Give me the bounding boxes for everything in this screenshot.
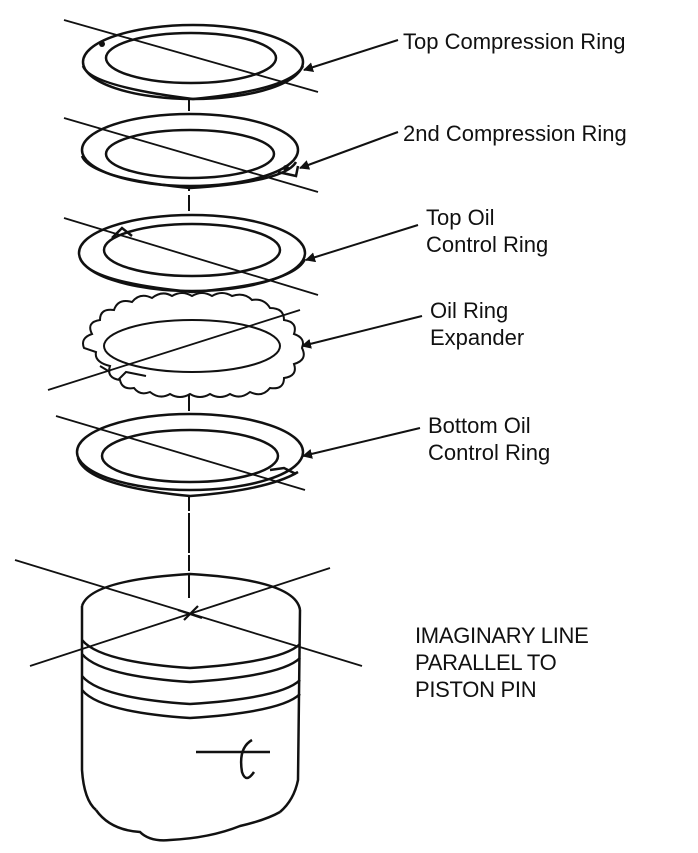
- arrow-oil-ring-expander: [301, 315, 423, 349]
- arrow-second-compression: [299, 131, 399, 170]
- top-compression-ring-mark: [99, 41, 105, 47]
- second-compression-ring-mark: [283, 165, 289, 171]
- label-line: Expander: [430, 325, 525, 350]
- label-bottom-oil-control-ring: Bottom Oil Control Ring: [428, 412, 550, 466]
- caption-line: IMAGINARY LINE: [415, 623, 589, 648]
- label-second-compression-ring: 2nd Compression Ring: [403, 120, 627, 147]
- label-line: Control Ring: [428, 440, 551, 465]
- caption-line: PISTON PIN: [415, 677, 537, 702]
- bottom-oil-control-ring: [75, 412, 305, 498]
- second-compression-ring: [80, 112, 300, 190]
- second-compression-ring-imaginary-line: [63, 117, 319, 193]
- label-line: Top Oil: [426, 205, 495, 230]
- label-line: Control Ring: [426, 232, 549, 257]
- piston: [80, 572, 302, 842]
- piston-imaginary-line-2: [29, 567, 331, 667]
- label-top-oil-control-ring: Top Oil Control Ring: [426, 204, 548, 258]
- label-line: Bottom Oil: [428, 413, 531, 438]
- top-compression-ring-imaginary-line: [63, 19, 319, 93]
- label-line: Oil Ring: [430, 298, 509, 323]
- top-oil-control-ring-imaginary-line: [63, 217, 319, 296]
- arrow-top-compression: [303, 39, 399, 73]
- label-oil-ring-expander: Oil Ring Expander: [430, 297, 524, 351]
- label-line: Top Compression Ring: [403, 29, 626, 54]
- caption-line: PARALLEL TO: [415, 650, 557, 675]
- bottom-oil-control-ring-imaginary-line: [55, 415, 306, 491]
- top-compression-ring: [81, 23, 305, 101]
- arrow-bottom-oil-control: [302, 427, 421, 459]
- label-top-compression-ring: Top Compression Ring: [403, 28, 626, 55]
- arrow-top-oil-control: [305, 224, 419, 263]
- label-line: 2nd Compression Ring: [403, 121, 627, 146]
- top-oil-control-ring: [77, 213, 307, 294]
- piston-center-mark: [177, 605, 203, 621]
- imaginary-line-caption: IMAGINARY LINE PARALLEL TO PISTON PIN: [415, 622, 589, 703]
- oil-ring-expander-imaginary-line: [47, 309, 301, 391]
- oil-ring-expander: [82, 292, 305, 398]
